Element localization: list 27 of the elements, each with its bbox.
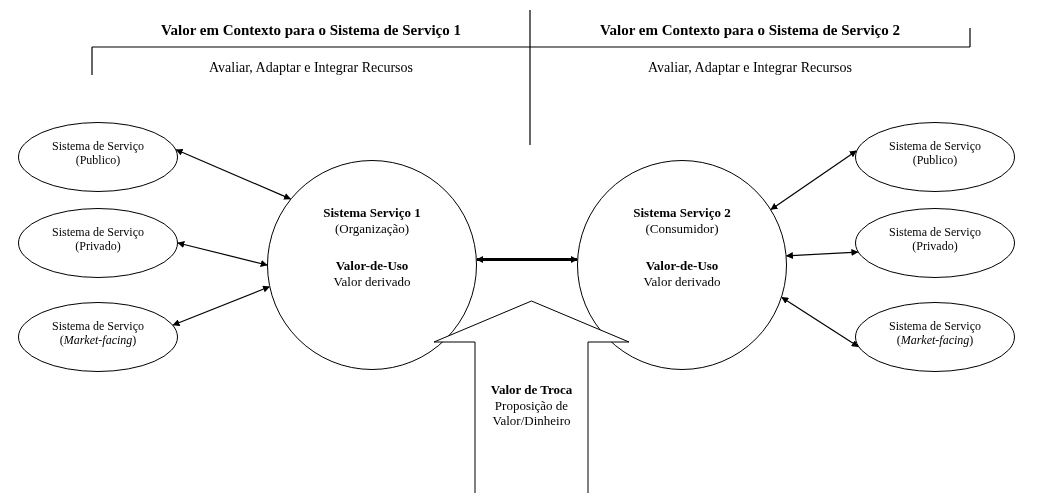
- double-arrow: [781, 296, 859, 348]
- node-heading: Valor de Troca: [489, 382, 574, 398]
- node-text: Valor derivado: [642, 273, 722, 290]
- node-text: Sistema de Serviço (Publico): [51, 139, 145, 168]
- column-subheading: Avaliar, Adaptar e Integrar Recursos: [647, 60, 852, 75]
- double-arrow: [785, 248, 859, 259]
- double-arrow: [175, 149, 292, 200]
- double-arrow: [177, 241, 268, 267]
- double-arrow: [476, 256, 578, 263]
- node-text: Sistema de Serviço (Market-facing): [888, 319, 982, 348]
- node-heading: Valor-de-Uso: [644, 258, 720, 274]
- node-text: (Organização): [333, 220, 411, 237]
- node-text: Sistema de Serviço (Privado): [51, 225, 145, 254]
- node-text: Valor derivado: [332, 273, 412, 290]
- node-heading: Sistema Serviço 2: [632, 205, 732, 221]
- node-text: Sistema de Serviço (Privado): [888, 225, 982, 254]
- column-subheading: Avaliar, Adaptar e Integrar Recursos: [208, 60, 413, 75]
- node-heading: Valor-de-Uso: [334, 258, 410, 274]
- node-text: Sistema de Serviço (Market-facing): [51, 319, 145, 348]
- column-heading: Valor em Contexto para o Sistema de Serviço 2: [600, 22, 900, 38]
- node-text: Sistema de Serviço (Publico): [888, 139, 982, 168]
- node-text: Proposição de Valor/Dinheiro: [491, 397, 572, 429]
- column-heading: Valor em Contexto para o Sistema de Serviço 1: [161, 22, 461, 38]
- double-arrow: [770, 150, 857, 210]
- double-arrow: [172, 285, 270, 326]
- node-text: (Consumidor): [644, 220, 720, 237]
- node-heading: Sistema Serviço 1: [322, 205, 422, 221]
